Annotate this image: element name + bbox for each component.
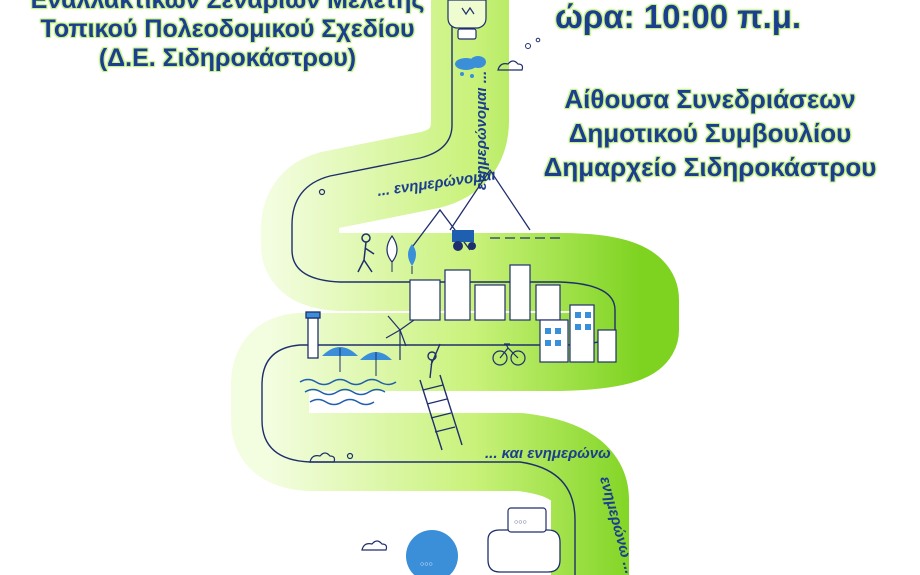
sea-waves bbox=[299, 378, 397, 406]
event-time: ώρα: 10:00 π.μ. bbox=[555, 0, 802, 35]
winding-road bbox=[231, 0, 679, 575]
painter-icon bbox=[427, 343, 441, 379]
svg-text:○○○: ○○○ bbox=[420, 561, 433, 568]
event-venue: Αίθουσα Συνεδριάσεων Δημοτικού Συμβουλίο… bbox=[505, 84, 915, 187]
event-title-line-3: (Δ.Ε. Σιδηροκάστρου) bbox=[98, 44, 357, 72]
event-title-line-1: Εναλλακτικών Σεναρίων Μελέτης bbox=[30, 0, 425, 14]
venue-line-2: Δημοτικού Συμβουλίου bbox=[568, 118, 852, 148]
svg-text:○○○: ○○○ bbox=[514, 519, 527, 526]
label-and-inform: ... και ενημερώνω bbox=[485, 445, 611, 462]
venue-line-1: Αίθουσα Συνεδριάσεων bbox=[564, 84, 856, 114]
venue-line-3: Δημαρχείο Σιδηροκάστρου bbox=[543, 152, 877, 182]
event-title-line-2: Τοπικού Πολεοδομικού Σχεδίου bbox=[40, 15, 415, 43]
windmill-icon bbox=[385, 315, 415, 360]
cloud-outline-icon bbox=[497, 37, 541, 71]
city-skyline bbox=[409, 264, 617, 363]
label-informed-vertical: ενημερώνομαι ... bbox=[473, 71, 490, 190]
speech-bubble-white: ○○○ bbox=[487, 507, 561, 573]
ladder-icon bbox=[419, 374, 463, 451]
cloud-outline-icon-2 bbox=[309, 188, 388, 551]
event-title: Εναλλακτικών Σεναρίων Μελέτης Τοπικού Πο… bbox=[0, 0, 455, 73]
lightbulb-icon bbox=[447, 0, 487, 40]
lighthouse-icon bbox=[305, 311, 321, 359]
tree-icon bbox=[386, 234, 416, 274]
umbrella-icon bbox=[322, 347, 392, 376]
tractor-icon bbox=[452, 230, 476, 251]
bicycle-icon bbox=[492, 343, 526, 366]
hiker-icon bbox=[357, 233, 375, 273]
cloud-icon bbox=[455, 56, 486, 78]
window-grid bbox=[545, 312, 591, 346]
speech-bubble-blue: ○○○ bbox=[406, 530, 458, 575]
